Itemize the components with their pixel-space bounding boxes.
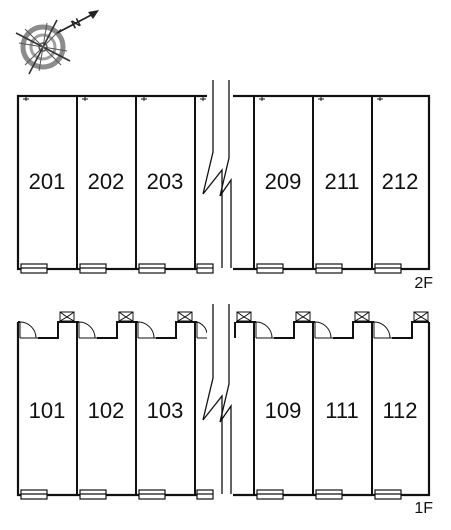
balcony-windows [20,489,402,500]
unit-label: 112 [382,398,417,423]
door-icons [19,321,392,339]
break-line [219,304,232,494]
balcony-windows [20,263,402,274]
unit-label: 111 [325,398,358,423]
north-arrow-icon [88,10,99,19]
unit-label: 211 [324,169,359,194]
unit-label: 201 [29,169,66,194]
break-line [202,80,223,268]
entrance-walls [18,321,429,339]
compass-rose: N [15,10,99,75]
unit-label: 209 [265,169,302,194]
north-arrow [56,12,96,34]
floor-2f: 201 202 203 209 211 212 2F [16,80,433,292]
unit-label: 202 [88,169,125,194]
floor-label: 2F [414,275,433,292]
compass-north-label: N [69,15,83,31]
floor-1f: 101 102 103 109 111 112 1F [16,302,433,517]
break-line [219,80,232,268]
unit-label: 109 [265,398,302,423]
vent-marks [23,96,383,101]
unit-label: 203 [147,169,184,194]
unit-label: 101 [29,398,66,423]
unit-label: 102 [88,398,125,423]
break-line [202,304,223,494]
compass-axis [24,28,62,66]
meter-box-icons [59,311,429,322]
unit-label: 212 [382,169,419,194]
floor-label: 1F [414,500,433,517]
unit-label: 103 [147,398,184,423]
